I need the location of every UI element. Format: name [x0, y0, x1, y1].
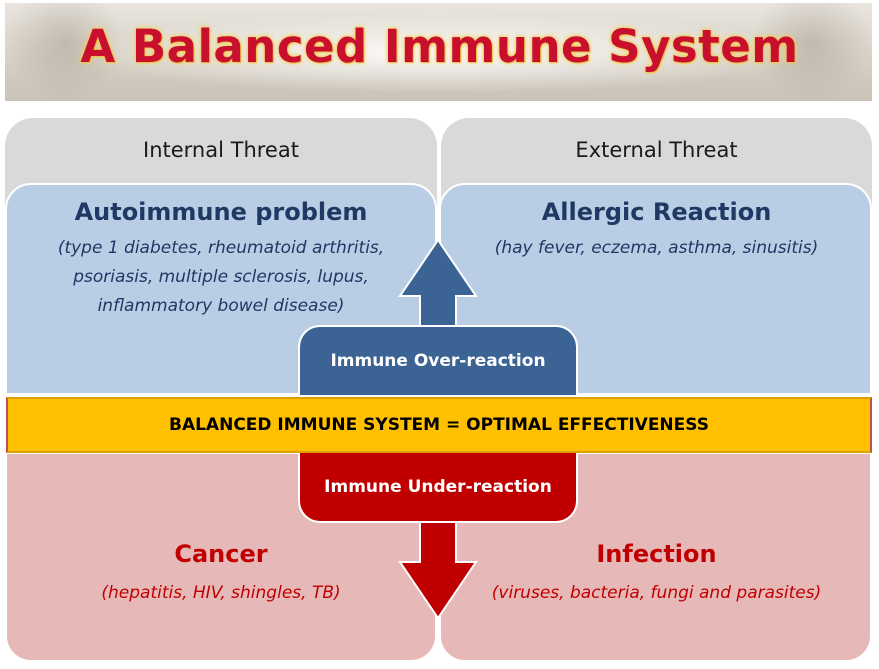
autoimmune-line-1: (type 1 diabetes, rheumatoid arthritis,	[57, 238, 385, 258]
balanced-immune-label: BALANCED IMMUNE SYSTEM = OPTIMAL EFFECTI…	[168, 415, 709, 435]
autoimmune-examples: (type 1 diabetes, rheumatoid arthritis, …	[5, 234, 437, 321]
immune-over-reaction-box: Immune Over-reaction	[298, 325, 578, 395]
title-banner	[5, 3, 872, 101]
immune-under-reaction-box: Immune Under-reaction	[298, 453, 578, 523]
external-threat-label: External Threat	[575, 138, 738, 162]
autoimmune-line-3: inflammatory bowel disease)	[97, 296, 345, 316]
immune-over-reaction-label: Immune Over-reaction	[330, 351, 546, 371]
up-arrow-icon	[398, 238, 478, 329]
allergic-examples: (hay fever, eczema, asthma, sinusitis)	[494, 238, 819, 258]
internal-threat-label: Internal Threat	[143, 138, 299, 162]
cancer-examples: (hepatitis, HIV, shingles, TB)	[101, 583, 341, 603]
allergic-heading: Allergic Reaction	[541, 198, 772, 226]
down-arrow-icon	[398, 519, 478, 620]
autoimmune-line-2: psoriasis, multiple sclerosis, lupus,	[73, 267, 369, 287]
infection-heading: Infection	[596, 540, 717, 568]
immune-under-reaction-label: Immune Under-reaction	[324, 477, 552, 497]
autoimmune-heading: Autoimmune problem	[74, 198, 368, 226]
balanced-immune-bar: BALANCED IMMUNE SYSTEM = OPTIMAL EFFECTI…	[6, 397, 872, 453]
infection-examples: (viruses, bacteria, fungi and parasites)	[491, 583, 822, 603]
page-title: A Balanced Immune System	[80, 20, 799, 73]
cancer-heading: Cancer	[174, 540, 268, 568]
banner-glow	[65, 13, 812, 93]
